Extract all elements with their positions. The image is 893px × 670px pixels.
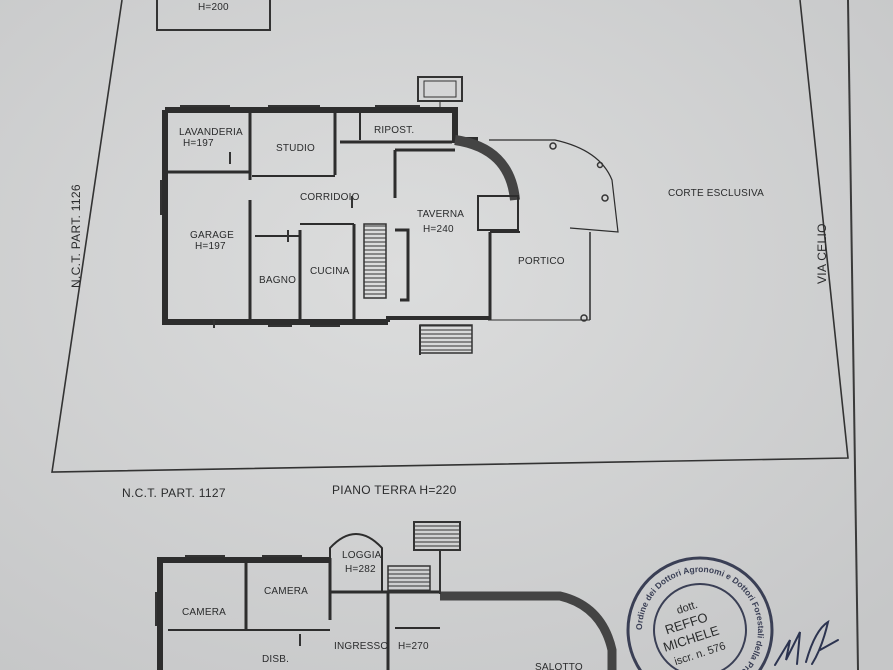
upper-window-marks (155, 555, 302, 646)
room-label-portico: PORTICO (518, 256, 565, 267)
room-height-lavanderia: H=197 (183, 138, 214, 149)
room-label-salotto: SALOTTO (535, 662, 583, 670)
ground-floor-labels: LAVANDERIA H=197 STUDIO RIPOST. CORRIDOI… (179, 125, 565, 286)
room-label-ingresso: INGRESSO (334, 641, 388, 652)
upper-floor-labels: LOGGIA H=282 CAMERA CAMERA INGRESSO H=27… (182, 550, 583, 670)
window-marks (160, 105, 420, 328)
parcel-bottom-label: N.C.T. PART. 1127 (122, 486, 226, 500)
room-label-taverna: TAVERNA (417, 209, 464, 220)
ground-floor-stairs (363, 223, 473, 355)
room-label-loggia: LOGGIA (342, 550, 382, 561)
room-height-ingresso: H=270 (398, 641, 429, 652)
room-label-garage: GARAGE (190, 230, 234, 241)
room-label-ripostiglio: RIPOST. (374, 125, 414, 136)
page-edge-line (847, 0, 859, 670)
room-label-studio: STUDIO (276, 143, 315, 154)
signature (774, 619, 839, 666)
room-label-corridoio: CORRIDOIO (300, 192, 360, 203)
room-height-loggia: H=282 (345, 564, 376, 575)
room-height-garage: H=197 (195, 241, 226, 252)
portico-pillars (549, 142, 609, 322)
room-label-cucina: CUCINA (310, 266, 350, 277)
room-height-taverna: H=240 (423, 224, 454, 235)
room-label-camera-1: CAMERA (182, 607, 226, 618)
room-label-bagno: BAGNO (259, 275, 296, 286)
room-label-disb: DISB. (262, 654, 289, 665)
top-box-label: H=200 (198, 2, 229, 13)
ground-floor-title: PIANO TERRA H=220 (332, 483, 457, 497)
room-label-lavanderia: LAVANDERIA (179, 127, 243, 138)
via-label: VIA CELIO (815, 223, 829, 284)
parcel-left-label: N.C.T. PART. 1126 (69, 184, 83, 288)
top-box: H=200 (156, 0, 271, 31)
site-boundary (51, 0, 849, 473)
ground-floor-walls (162, 107, 619, 325)
site-labels: CORTE ESCLUSIVA VIA CELIO N.C.T. PART. 1… (69, 184, 829, 500)
upper-floor-walls (157, 533, 617, 670)
corte-label: CORTE ESCLUSIVA (668, 188, 764, 199)
room-label-camera-2: CAMERA (264, 586, 308, 597)
upper-floor-stairs (387, 521, 461, 594)
